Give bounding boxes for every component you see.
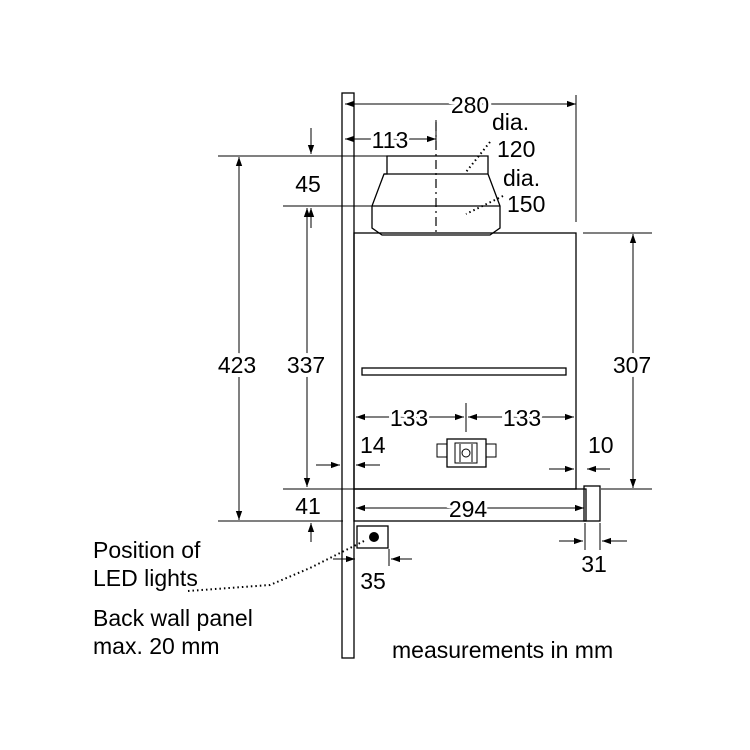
dim-133-right-label: 133 [503, 405, 541, 431]
motor-fixing-block [436, 438, 497, 468]
dim-10-label: 10 [588, 432, 614, 458]
led-leader [187, 539, 367, 592]
dim-113-label: 113 [372, 127, 409, 153]
panel-note-line1: Back wall panel [93, 605, 253, 631]
dim-31-label: 31 [581, 551, 607, 577]
dim-307-label: 307 [613, 352, 651, 378]
led-note-line2: LED lights [93, 565, 198, 591]
led-light-housing [356, 525, 389, 549]
dim-423-label: 423 [218, 352, 256, 378]
hood-slider-panel [353, 488, 587, 522]
dim-133-left-label: 133 [390, 405, 428, 431]
dim-41-label: 41 [295, 493, 321, 519]
filter-bar [361, 367, 567, 376]
back-wall-panel [341, 92, 355, 659]
dia-label-1: dia. [492, 109, 529, 135]
dia-120-leader [465, 141, 491, 173]
dia-label-2: dia. [503, 165, 540, 191]
units-note: measurements in mm [392, 637, 613, 663]
dim-120-label: 120 [497, 136, 535, 162]
dim-294-label: 294 [449, 496, 488, 522]
dim-14-label: 14 [360, 432, 386, 458]
led-note-line1: Position of [93, 537, 201, 563]
dim-337-label: 337 [287, 352, 325, 378]
dim-45-label: 45 [295, 171, 321, 197]
dim-35-label: 35 [360, 568, 386, 594]
panel-note-line2: max. 20 mm [93, 633, 220, 659]
led-light-dot [369, 532, 379, 542]
dim-150-label: 150 [507, 191, 545, 217]
dim-280-label: 280 [451, 92, 489, 118]
slider-front-handle [583, 485, 601, 522]
hood-body [353, 232, 577, 490]
